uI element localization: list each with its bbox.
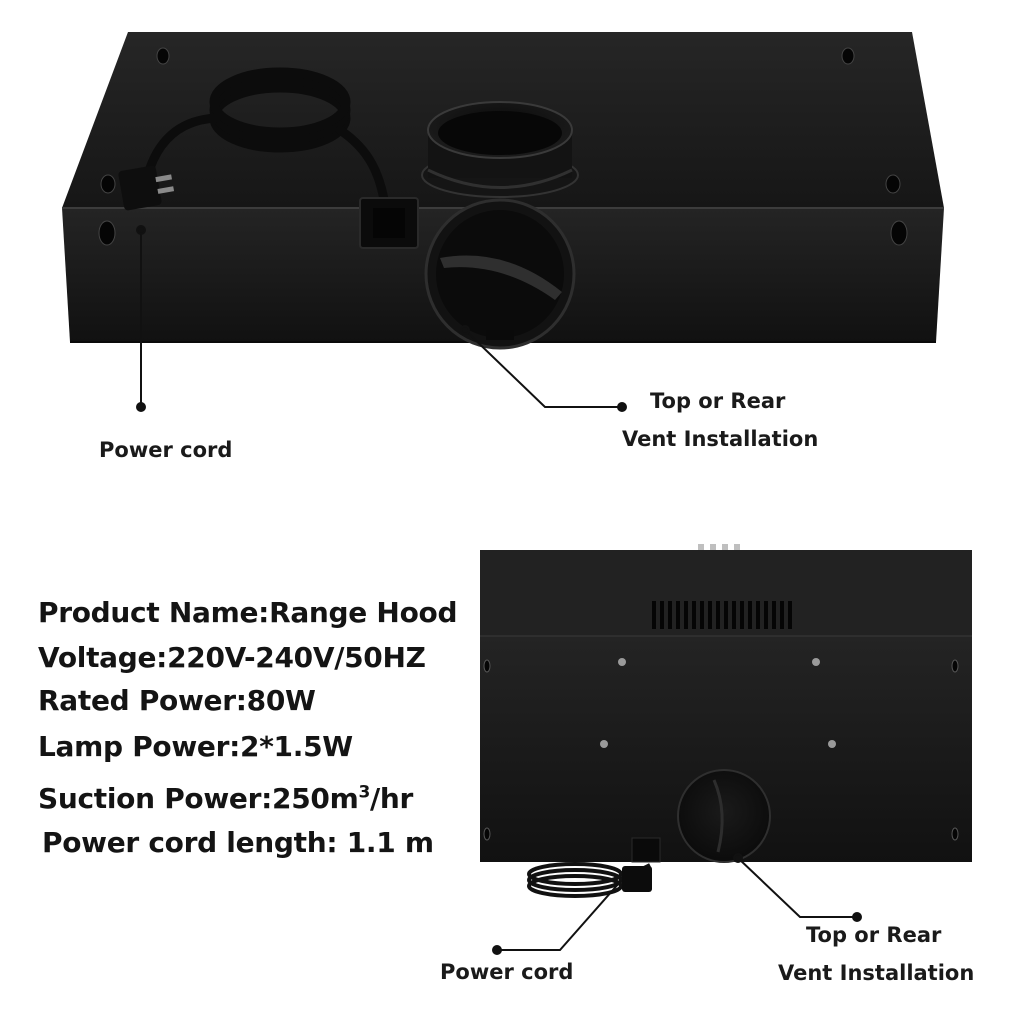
control-buttons — [698, 544, 740, 550]
callout-power-cord-bottom: Power cord — [440, 960, 574, 984]
plug-icon — [118, 165, 175, 211]
rear-vent-damper-bottom — [677, 769, 771, 863]
callout-power-cord-top: Power cord — [99, 438, 233, 462]
power-cord-coil — [145, 67, 390, 210]
keyhole-icon — [98, 47, 908, 246]
spec-suction-power: Suction Power:250m3/hr — [38, 782, 413, 815]
plug-icon — [622, 866, 652, 892]
callout-vent-line1-top: Top or Rear — [650, 389, 786, 413]
callout-vent-line2-bottom: Vent Installation — [778, 961, 975, 985]
spec-voltage: Voltage:220V-240V/50HZ — [38, 641, 426, 674]
callout-lines-bottom — [492, 853, 862, 955]
screw-icon — [600, 658, 836, 748]
suction-power-unit: /hr — [369, 782, 414, 815]
spec-lamp-power: Lamp Power:2*1.5W — [38, 730, 353, 763]
callout-vent-line2-top: Vent Installation — [622, 427, 819, 451]
callout-vent-line1-bottom: Top or Rear — [806, 923, 942, 947]
spec-rated-power: Rated Power:80W — [38, 684, 316, 717]
spec-product-name: Product Name:Range Hood — [38, 596, 458, 629]
callout-lines-top — [136, 225, 627, 412]
suction-power-text: Suction Power:250m — [38, 782, 359, 815]
spec-cord-length: Power cord length: 1.1 m — [42, 826, 434, 859]
power-cord-coil-bottom — [527, 862, 651, 898]
keyhole-icon — [483, 659, 959, 841]
vent-slots — [652, 601, 792, 629]
suction-power-superscript: 3 — [358, 782, 370, 803]
